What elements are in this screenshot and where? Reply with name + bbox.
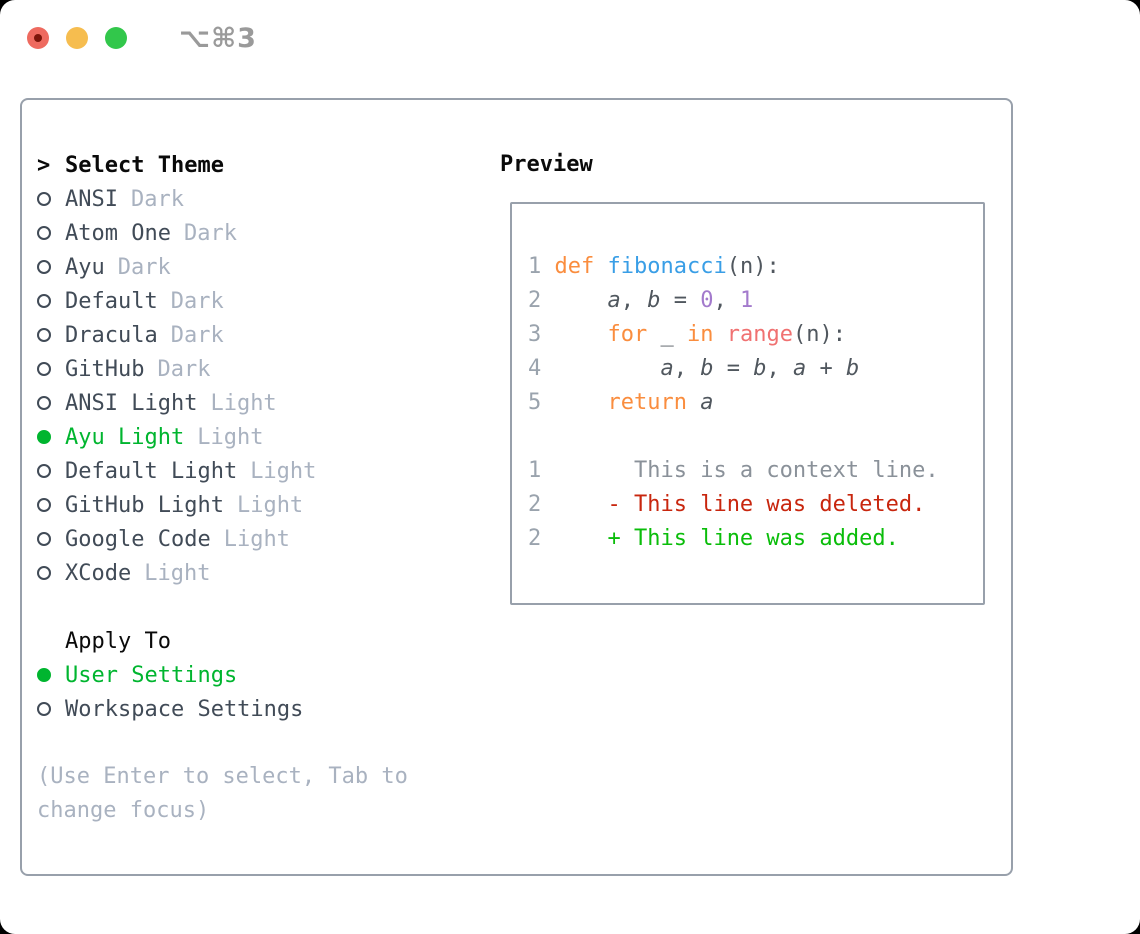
variant-label: Light: [223, 526, 290, 552]
option-label: GitHub Light: [65, 492, 224, 518]
variant-label: Light: [236, 492, 304, 518]
radio-icon: [37, 396, 51, 410]
variant-label: Dark: [130, 186, 184, 212]
preview-box: 1 def fibonacci(n): 2 a, b = 0, 1 3 for _ …: [510, 202, 985, 605]
radio-icon: [37, 226, 51, 240]
option-label: ANSI Light: [65, 390, 198, 416]
option-label: GitHub: [65, 356, 145, 382]
radio-icon: [37, 464, 51, 478]
option-label: Dracula: [65, 322, 158, 348]
radio-icon: [37, 566, 51, 580]
variant-label: Light: [144, 560, 211, 586]
radio-icon: [37, 294, 51, 308]
theme-option-github-light[interactable]: GitHub Light Light: [37, 488, 487, 522]
variant-label: Dark: [117, 254, 171, 280]
theme-option-ansi-light[interactable]: ANSI Light Light: [37, 386, 487, 420]
theme-option-ayu-light[interactable]: Ayu Light Light: [37, 420, 487, 454]
apply-to-header: Apply To: [37, 624, 487, 658]
theme-option-default-light[interactable]: Default Light Light: [37, 454, 487, 488]
theme-option-dracula[interactable]: Dracula Dark: [37, 318, 487, 352]
option-label: User Settings: [65, 662, 238, 688]
apply-option-user-settings[interactable]: User Settings: [37, 658, 487, 692]
theme-option-github[interactable]: GitHub Dark: [37, 352, 487, 386]
radio-icon: [37, 702, 51, 716]
radio-icon: [37, 192, 51, 206]
code-line: 1 def fibonacci(n):: [528, 254, 780, 279]
variant-label: Dark: [170, 322, 224, 348]
theme-option-xcode[interactable]: XCode Light: [37, 556, 487, 590]
variant-label: Light: [210, 390, 277, 416]
variant-label: Light: [197, 424, 264, 450]
window-title: ⌥⌘3: [179, 22, 257, 54]
option-label: Workspace Settings: [65, 696, 304, 722]
option-label: Atom One: [65, 220, 171, 246]
close-button-icon[interactable]: [27, 27, 49, 49]
zoom-button-icon[interactable]: [105, 27, 127, 49]
diff-line-context: 1 This is a context line.: [528, 458, 939, 483]
option-label: ANSI: [65, 186, 118, 212]
preview-title: Preview: [500, 152, 593, 177]
variant-label: Dark: [170, 288, 224, 314]
spacer: [37, 726, 487, 760]
theme-option-ansi[interactable]: ANSI Dark: [37, 182, 487, 216]
spacer: [37, 590, 487, 624]
radio-selected-icon: [37, 430, 51, 444]
minimize-button-icon[interactable]: [66, 27, 88, 49]
help-text: (Use Enter to select, Tab to change focu…: [37, 764, 408, 823]
option-label: Default: [65, 288, 158, 314]
radio-icon: [37, 532, 51, 546]
theme-option-atom-one[interactable]: Atom One Dark: [37, 216, 487, 250]
select-theme-header: > Select Theme: [37, 148, 487, 182]
diff-preview: 1 This is a context line. 2 - This line w…: [528, 454, 983, 556]
code-line: 5 return a: [528, 390, 714, 415]
radio-icon: [37, 362, 51, 376]
code-preview: 1 def fibonacci(n): 2 a, b = 0, 1 3 for _ …: [528, 250, 983, 420]
code-line: 3 for _ in range(n):: [528, 322, 846, 347]
theme-option-google-code[interactable]: Google Code Light: [37, 522, 487, 556]
radio-icon: [37, 498, 51, 512]
titlebar: ⌥⌘3: [27, 23, 257, 54]
diff-line-added: 2 + This line was added.: [528, 526, 899, 551]
radio-selected-icon: [37, 668, 51, 682]
option-label: Ayu: [65, 254, 105, 280]
focus-caret-icon: >: [37, 152, 51, 178]
apply-to-title: Apply To: [65, 628, 171, 654]
theme-option-ayu[interactable]: Ayu Dark: [37, 250, 487, 284]
option-label: Ayu Light: [65, 424, 185, 450]
variant-label: Light: [250, 458, 317, 484]
select-theme-title: Select Theme: [65, 152, 224, 178]
variant-label: Dark: [157, 356, 211, 382]
variant-label: Dark: [183, 220, 237, 246]
radio-icon: [37, 260, 51, 274]
code-line: 2 a, b = 0, 1: [528, 288, 754, 313]
option-label: Google Code: [65, 526, 211, 552]
diff-line-deleted: 2 - This line was deleted.: [528, 492, 926, 517]
option-label: XCode: [65, 560, 132, 586]
option-label: Default Light: [65, 458, 238, 484]
apply-option-workspace-settings[interactable]: Workspace Settings: [37, 692, 487, 726]
theme-option-default[interactable]: Default Dark: [37, 284, 487, 318]
spacer: [528, 420, 983, 454]
code-line: 4 a, b = b, a + b: [528, 356, 860, 381]
radio-icon: [37, 328, 51, 342]
